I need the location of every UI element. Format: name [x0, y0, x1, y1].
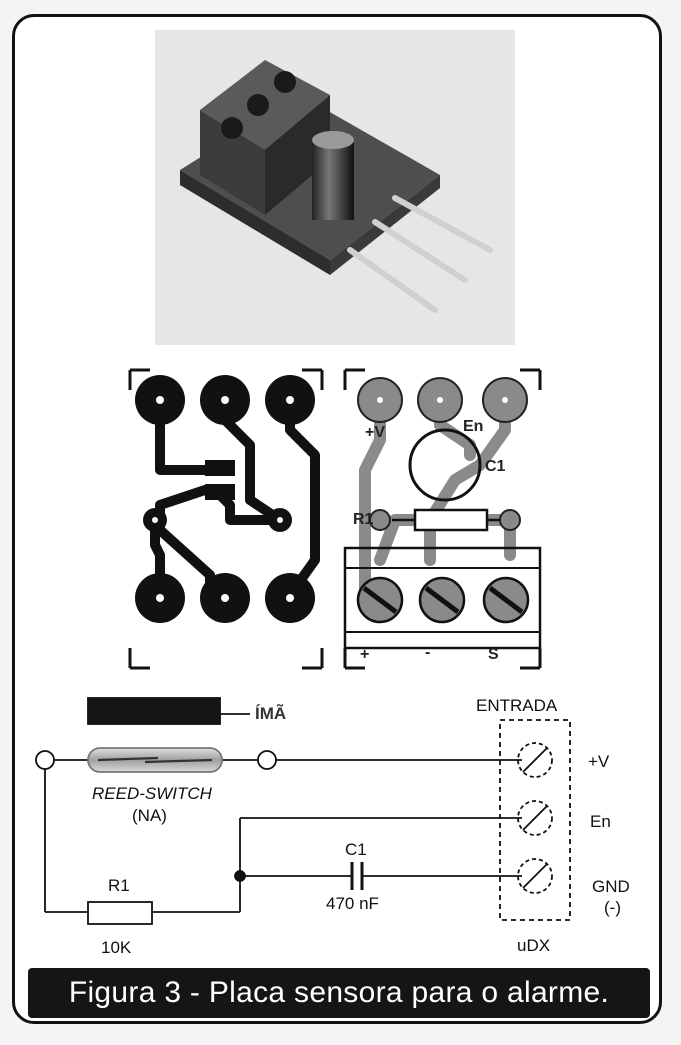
- board-photo: [155, 30, 515, 345]
- connector-title: ENTRADA: [476, 696, 558, 715]
- pcb-component-side: [343, 368, 542, 670]
- figure-caption: Figura 3 - Placa sensora para o alarme.: [28, 968, 650, 1018]
- pcb-label-s: S: [488, 646, 499, 663]
- connector-name: uDX: [517, 936, 551, 955]
- pin-label-plus-v: +V: [588, 752, 610, 771]
- r1-value: 10K: [101, 938, 132, 957]
- pcb-copper-side: [128, 368, 324, 670]
- pcb-label-r1: R1: [353, 511, 374, 528]
- r1-label: R1: [108, 876, 130, 895]
- pcb-label-plus-v: +V: [365, 424, 386, 441]
- pin-label-gnd: GND: [592, 877, 630, 896]
- c1-value: 470 nF: [326, 894, 379, 913]
- magnet-label: ÍMÃ: [255, 704, 287, 723]
- pcb-label-en: En: [463, 418, 484, 435]
- pcb-label-c1: C1: [485, 458, 506, 475]
- pin-label-en: En: [590, 812, 611, 831]
- reed-switch-label: REED-SWITCH: [92, 784, 212, 803]
- pcb-label-minus: -: [425, 644, 431, 661]
- pin-label-minus: (-): [604, 898, 621, 917]
- schematic: [35, 697, 571, 925]
- reed-switch-type: (NA): [132, 806, 167, 825]
- pcb-label-plus: +: [360, 646, 370, 663]
- c1-label: C1: [345, 840, 367, 859]
